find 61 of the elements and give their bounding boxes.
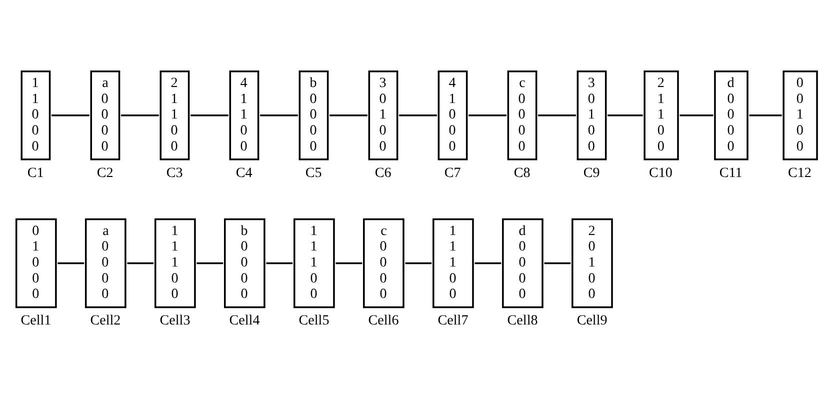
connector (58, 262, 84, 264)
connector (405, 262, 432, 264)
connector (121, 114, 159, 116)
node-box: a 0 0 0 0 (90, 70, 120, 160)
node-box: c 0 0 0 0 (363, 218, 404, 308)
node-box: 0 0 1 0 0 (782, 70, 818, 160)
connector (538, 114, 576, 116)
node-box: 1 1 1 0 0 (294, 218, 335, 308)
node-label: Cell8 (507, 312, 538, 329)
node-box: d 0 0 0 0 (502, 218, 544, 308)
node-label: C1 (27, 164, 44, 181)
node-label: C5 (305, 164, 322, 181)
connector (680, 114, 714, 116)
node-box: b 0 0 0 0 (298, 70, 329, 160)
node-box: 3 0 1 0 0 (576, 70, 607, 160)
node-label: C12 (788, 164, 812, 181)
connector (468, 114, 506, 116)
connector (336, 262, 362, 264)
node-label: Cell9 (576, 312, 608, 329)
node-label: Cell5 (298, 312, 330, 329)
node-box: c 0 0 0 0 (507, 70, 538, 160)
node-label: C11 (719, 164, 742, 181)
connector (749, 114, 782, 116)
node-label: C10 (648, 164, 672, 181)
node-box: 2 1 1 0 0 (160, 70, 190, 160)
node-box: 2 1 1 0 0 (644, 70, 679, 160)
node-box: 0 1 0 0 0 (15, 218, 57, 308)
node-box: 1 1 1 0 0 (432, 218, 474, 308)
node-label: C6 (374, 164, 392, 181)
connector (52, 114, 90, 116)
node-label: C4 (236, 164, 252, 181)
node-label: C8 (514, 164, 530, 181)
node-label: Cell3 (160, 312, 190, 329)
node-label: Cell6 (368, 312, 399, 329)
node-box: 1 1 1 0 0 (154, 218, 196, 308)
node-box: 1 1 0 0 0 (20, 70, 51, 160)
node-label: Cell2 (90, 312, 121, 329)
connector (196, 262, 224, 264)
node-box: 4 1 1 0 0 (229, 70, 260, 160)
node-box: 4 1 0 0 0 (438, 70, 468, 160)
connector (544, 262, 571, 264)
node-box: b 0 0 0 0 (224, 218, 266, 308)
node-label: Cell1 (20, 312, 52, 329)
node-label: C2 (96, 164, 114, 181)
connector (399, 114, 437, 116)
connector (260, 114, 298, 116)
node-box: 3 0 1 0 0 (368, 70, 398, 160)
node-box: 2 0 1 0 0 (572, 218, 613, 308)
connector (474, 262, 502, 264)
node-label: C3 (166, 164, 183, 181)
node-box: a 0 0 0 0 (84, 218, 126, 308)
node-label: Cell7 (438, 312, 468, 329)
node-label: Cell4 (229, 312, 260, 329)
connector (330, 114, 368, 116)
node-label: C7 (444, 164, 461, 181)
connector (190, 114, 228, 116)
connector (266, 262, 293, 264)
connector (127, 262, 154, 264)
node-box: d 0 0 0 0 (714, 70, 748, 160)
node-label: C9 (583, 164, 600, 181)
connector (608, 114, 643, 116)
